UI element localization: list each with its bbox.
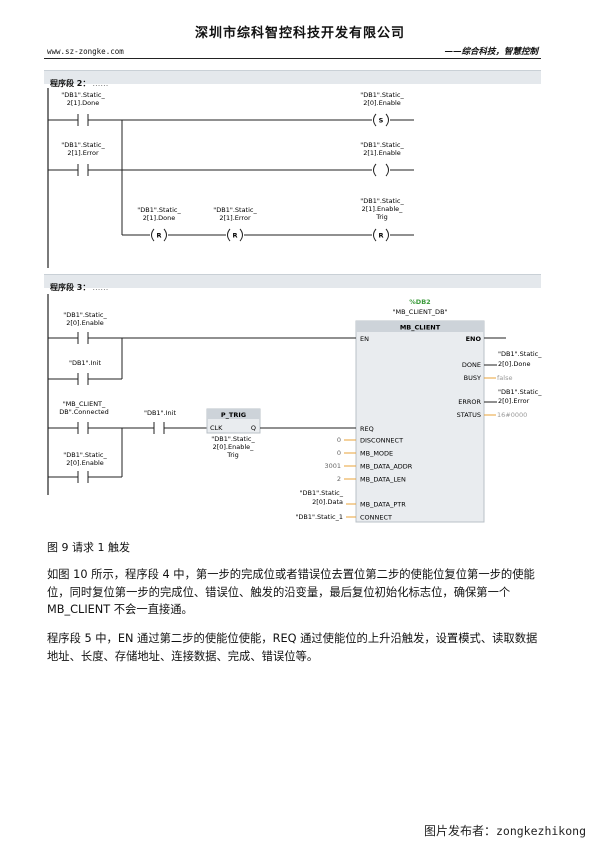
coil-reset-trig-l3: Trig bbox=[375, 213, 388, 221]
contact-s3-3-l1: "MB_CLIENT_ bbox=[63, 400, 106, 408]
company-title: 深圳市综科智控科技开发有限公司 bbox=[194, 26, 405, 41]
coil-s2-1[interactable]: S "DB1".Static_ 2[0].Enable bbox=[360, 91, 404, 127]
coil-reset-error-l1: "DB1".Static_ bbox=[213, 206, 257, 214]
ladder-segment-2: "DB1".Static_ 2[1].Done S "DB1".Static_ … bbox=[47, 88, 414, 268]
segment-3-title: 程序段 3： bbox=[50, 283, 91, 292]
pin-eno: ENO bbox=[466, 335, 482, 343]
coil-s2-2-l1: "DB1".Static_ bbox=[360, 141, 404, 149]
out-status: 16#0000 bbox=[497, 411, 527, 419]
watermark-prefix: 图片发布者： bbox=[423, 824, 496, 838]
segment-2-dots: …… bbox=[92, 79, 109, 88]
contact-s3-5-l1: "DB1".Static_ bbox=[63, 451, 107, 459]
contact-s3-3-l2: DB".Connected bbox=[59, 408, 109, 416]
val-connect: "DB1".Static_1 bbox=[295, 513, 343, 521]
contact-s3-4[interactable]: "DB1".Init bbox=[144, 409, 176, 434]
coil-s2-2-l2: 2[1].Enable bbox=[363, 149, 401, 157]
contact-s3-2[interactable]: "DB1".Init bbox=[69, 359, 101, 385]
paragraph-1: 如图 10 所示，程序段 4 中，第一步的完成位或者错误位去置位第二步的使能位复… bbox=[47, 568, 535, 616]
segment-3-header: 程序段 3：…… bbox=[44, 274, 541, 292]
p-trig-param-l2: 2[0].Enable_ bbox=[213, 443, 255, 451]
pin-error: ERROR bbox=[458, 398, 481, 406]
val-mb-mode: 0 bbox=[337, 449, 341, 457]
contact-s3-5-l2: 2[0].Enable bbox=[66, 459, 104, 467]
p-trig-param-l1: "DB1".Static_ bbox=[211, 435, 255, 443]
mb-client-block[interactable]: MB_CLIENT bbox=[355, 320, 485, 523]
contact-s2-1-l1: "DB1".Static_ bbox=[61, 91, 105, 99]
val-mb-data-len: 2 bbox=[337, 475, 341, 483]
pin-mb-data-len: MB_DATA_LEN bbox=[360, 476, 406, 484]
coil-reset-done[interactable]: R "DB1".Static_ 2[1].Done bbox=[137, 206, 181, 242]
contact-s3-3[interactable]: "MB_CLIENT_ DB".Connected bbox=[59, 400, 109, 434]
segment-2-title: 程序段 2： bbox=[50, 79, 91, 88]
pin-disconnect: DISCONNECT bbox=[360, 437, 403, 445]
coil-reset-error-sym: R bbox=[232, 232, 237, 240]
segment-2-header: 程序段 2：…… bbox=[44, 70, 541, 88]
contact-s3-1-l1: "DB1".Static_ bbox=[63, 311, 107, 319]
contact-s3-1[interactable]: "DB1".Static_ 2[0].Enable bbox=[63, 311, 107, 344]
segment-3-dots: …… bbox=[92, 283, 109, 292]
val-mb-data-ptr-l1: "DB1".Static_ bbox=[300, 489, 344, 497]
coil-reset-error-l2: 2[1].Error bbox=[219, 214, 251, 222]
contact-s3-2-l1: "DB1".Init bbox=[69, 359, 101, 367]
pin-status: STATUS bbox=[457, 411, 481, 419]
figure-caption: 图 9 请求 1 触发 bbox=[47, 541, 130, 554]
pin-en: EN bbox=[360, 335, 369, 343]
watermark-user: zongkezhikong bbox=[495, 824, 586, 838]
coil-s2-2[interactable]: "DB1".Static_ 2[1].Enable bbox=[360, 141, 404, 177]
out-done-l1: "DB1".Static_ bbox=[498, 350, 542, 358]
contact-s3-5[interactable]: "DB1".Static_ 2[0].Enable bbox=[63, 451, 107, 483]
coil-reset-done-l2: 2[1].Done bbox=[143, 214, 176, 222]
val-mb-data-addr: 3001 bbox=[324, 462, 341, 470]
contact-s3-4-l1: "DB1".Init bbox=[144, 409, 176, 417]
p-trig-block[interactable]: P_TRIG CLK Q "DB1".Static_ 2[0].Enable_ … bbox=[206, 408, 261, 459]
contact-s2-1[interactable]: "DB1".Static_ 2[1].Done bbox=[61, 91, 105, 126]
company-slogan: ——综合科技，智慧控制 bbox=[444, 47, 538, 57]
pin-busy: BUSY bbox=[464, 374, 481, 382]
val-mb-data-ptr-l2: 2[0].Data bbox=[312, 498, 343, 506]
contact-s2-2-l2: 2[1].Error bbox=[67, 149, 99, 157]
val-disconnect: 0 bbox=[337, 436, 341, 444]
contact-s2-2[interactable]: "DB1".Static_ 2[1].Error bbox=[61, 141, 105, 176]
coil-s2-1-l1: "DB1".Static_ bbox=[360, 91, 404, 99]
company-url: www.sz-zongke.com bbox=[47, 47, 124, 56]
pin-mb-data-ptr: MB_DATA_PTR bbox=[360, 501, 406, 509]
coil-reset-trig[interactable]: R "DB1".Static_ 2[1].Enable_ Trig bbox=[360, 197, 404, 242]
coil-s2-1-sym: S bbox=[379, 117, 384, 125]
out-error-l1: "DB1".Static_ bbox=[498, 388, 542, 396]
paragraph-2: 程序段 5 中，EN 通过第二步的使能位使能，REQ 通过使能位的上升沿触发，设… bbox=[47, 632, 538, 663]
p-trig-clk: CLK bbox=[210, 424, 223, 432]
watermark: 图片发布者：zongkezhikong bbox=[424, 822, 586, 839]
block-db-name: "MB_CLIENT_DB" bbox=[392, 308, 447, 316]
coil-reset-trig-l1: "DB1".Static_ bbox=[360, 197, 404, 205]
pin-connect: CONNECT bbox=[360, 514, 392, 522]
coil-reset-error[interactable]: R "DB1".Static_ 2[1].Error bbox=[213, 206, 257, 242]
ladder-segment-3: %DB2 "MB_CLIENT_DB" MB_CLIENT "DB1".Stat… bbox=[47, 294, 542, 523]
out-error-l2: 2[0].Error bbox=[498, 397, 530, 405]
pin-mb-data-addr: MB_DATA_ADDR bbox=[360, 463, 413, 471]
contact-s3-1-l2: 2[0].Enable bbox=[66, 319, 104, 327]
p-trig-q: Q bbox=[251, 424, 256, 432]
p-trig-name: P_TRIG bbox=[221, 411, 246, 419]
coil-reset-trig-l2: 2[1].Enable_ bbox=[362, 205, 404, 213]
out-busy: false bbox=[497, 374, 512, 382]
contact-s2-1-l2: 2[1].Done bbox=[67, 99, 100, 107]
p-trig-param-l3: Trig bbox=[226, 451, 239, 459]
pin-done: DONE bbox=[462, 361, 481, 369]
block-name: MB_CLIENT bbox=[400, 324, 441, 332]
contact-s2-2-l1: "DB1".Static_ bbox=[61, 141, 105, 149]
pin-mb-mode: MB_MODE bbox=[360, 450, 393, 458]
coil-reset-trig-sym: R bbox=[378, 232, 383, 240]
header-rule bbox=[44, 58, 541, 59]
coil-reset-done-sym: R bbox=[156, 232, 161, 240]
coil-reset-done-l1: "DB1".Static_ bbox=[137, 206, 181, 214]
pin-req: REQ bbox=[360, 425, 374, 433]
block-db-number: %DB2 bbox=[409, 298, 430, 306]
out-done-l2: 2[0].Done bbox=[498, 360, 531, 368]
coil-s2-1-l2: 2[0].Enable bbox=[363, 99, 401, 107]
